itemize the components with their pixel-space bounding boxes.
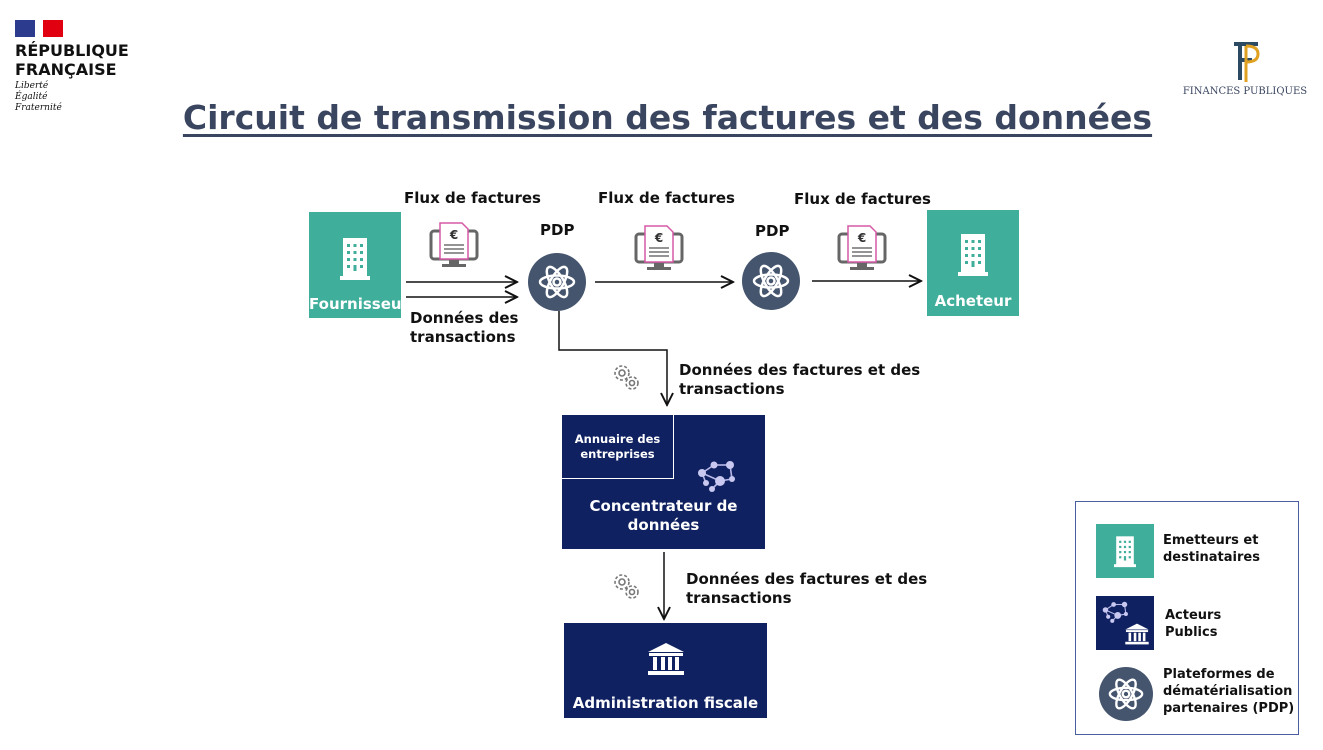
concentrateur-label: Concentrateur de données [589,497,738,534]
pdp2-node [742,252,800,310]
building-icon [340,236,370,280]
administration-fiscale-node: Administration fiscale [564,623,767,718]
finances-text: FINANCES PUBLIQUES [1182,86,1308,97]
building-icon [958,232,988,276]
motto-line: Égalité [15,92,48,102]
network-icon [1100,600,1130,624]
republique-francaise-logo: RÉPUBLIQUE FRANÇAISE Liberté Égalité Fra… [15,20,129,114]
admin-label: Administration fiscale [572,694,759,712]
invoice-computer-icon [429,221,479,271]
atom-icon [537,262,577,302]
annuaire-node: Annuaire des entreprises [562,415,674,479]
bank-icon [646,641,686,677]
invoice-computer-icon [634,224,684,274]
fp-monogram-icon [1234,42,1260,82]
acheteur-label: Acheteur [934,292,1012,310]
logo-text-line: FRANÇAISE [15,60,117,79]
fournisseur-node: Fournisseur [309,212,409,318]
page-title: Circuit de transmission des factures et … [182,98,1153,137]
logo-text-line: RÉPUBLIQUE [15,41,129,60]
network-icon [694,459,738,493]
pdp1-label: PDP [540,221,575,239]
bank-icon [1124,622,1150,646]
motto-line: Fraternité [15,103,62,113]
concentrateur-node: Annuaire des entreprises Concentrateur d… [562,415,765,549]
legend-acteurs-swatch [1096,596,1154,650]
atom-icon [1107,675,1145,713]
flux-label: Flux de factures [598,189,735,207]
finances-publiques-logo: FINANCES PUBLIQUES [1180,40,1310,97]
building-icon [1114,534,1136,568]
gear-icon [610,570,642,602]
fournisseur-label: Fournisseur [309,295,409,313]
legend-pdp-swatch [1099,667,1153,721]
legend-emetteurs-swatch [1096,524,1154,578]
atom-icon [751,261,791,301]
pdp1-node [528,253,586,311]
flag-icon [15,20,63,37]
flux-label: Flux de factures [404,189,541,207]
acheteur-node: Acheteur [927,210,1019,316]
invoice-computer-icon [837,224,887,274]
gear-icon [610,361,642,393]
arrow-pdp-to-concentrateur [558,311,667,405]
motto-line: Liberté [15,81,49,91]
flux-label: Flux de factures [794,190,931,208]
pdp2-label: PDP [755,222,790,240]
